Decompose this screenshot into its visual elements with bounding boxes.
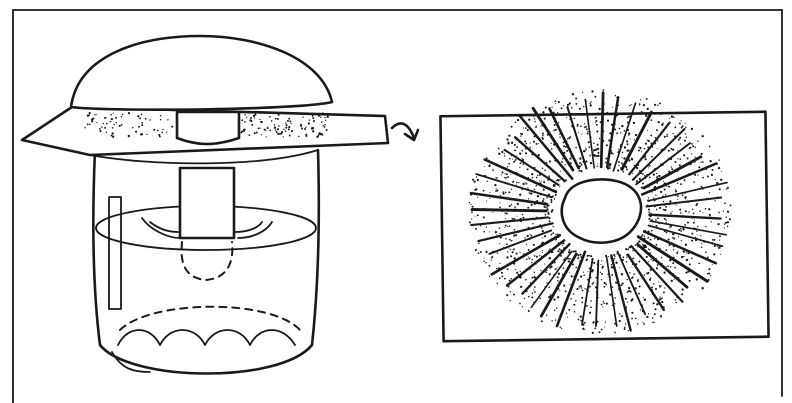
mushroom-cap: [69, 34, 334, 112]
spore-dots: [468, 89, 732, 334]
glass-rod: [108, 196, 122, 310]
spore-print-illustration: [439, 89, 770, 343]
mushroom-jar-illustration: [20, 34, 390, 375]
glass-jar: [92, 148, 321, 375]
paper-spore-speckles: [84, 111, 329, 138]
curved-arrow-icon: [390, 122, 420, 142]
mushroom-stem: [178, 166, 236, 240]
stem-collar: [175, 110, 241, 146]
spore-rays: [469, 91, 728, 332]
stem-center-hole: [560, 178, 643, 244]
